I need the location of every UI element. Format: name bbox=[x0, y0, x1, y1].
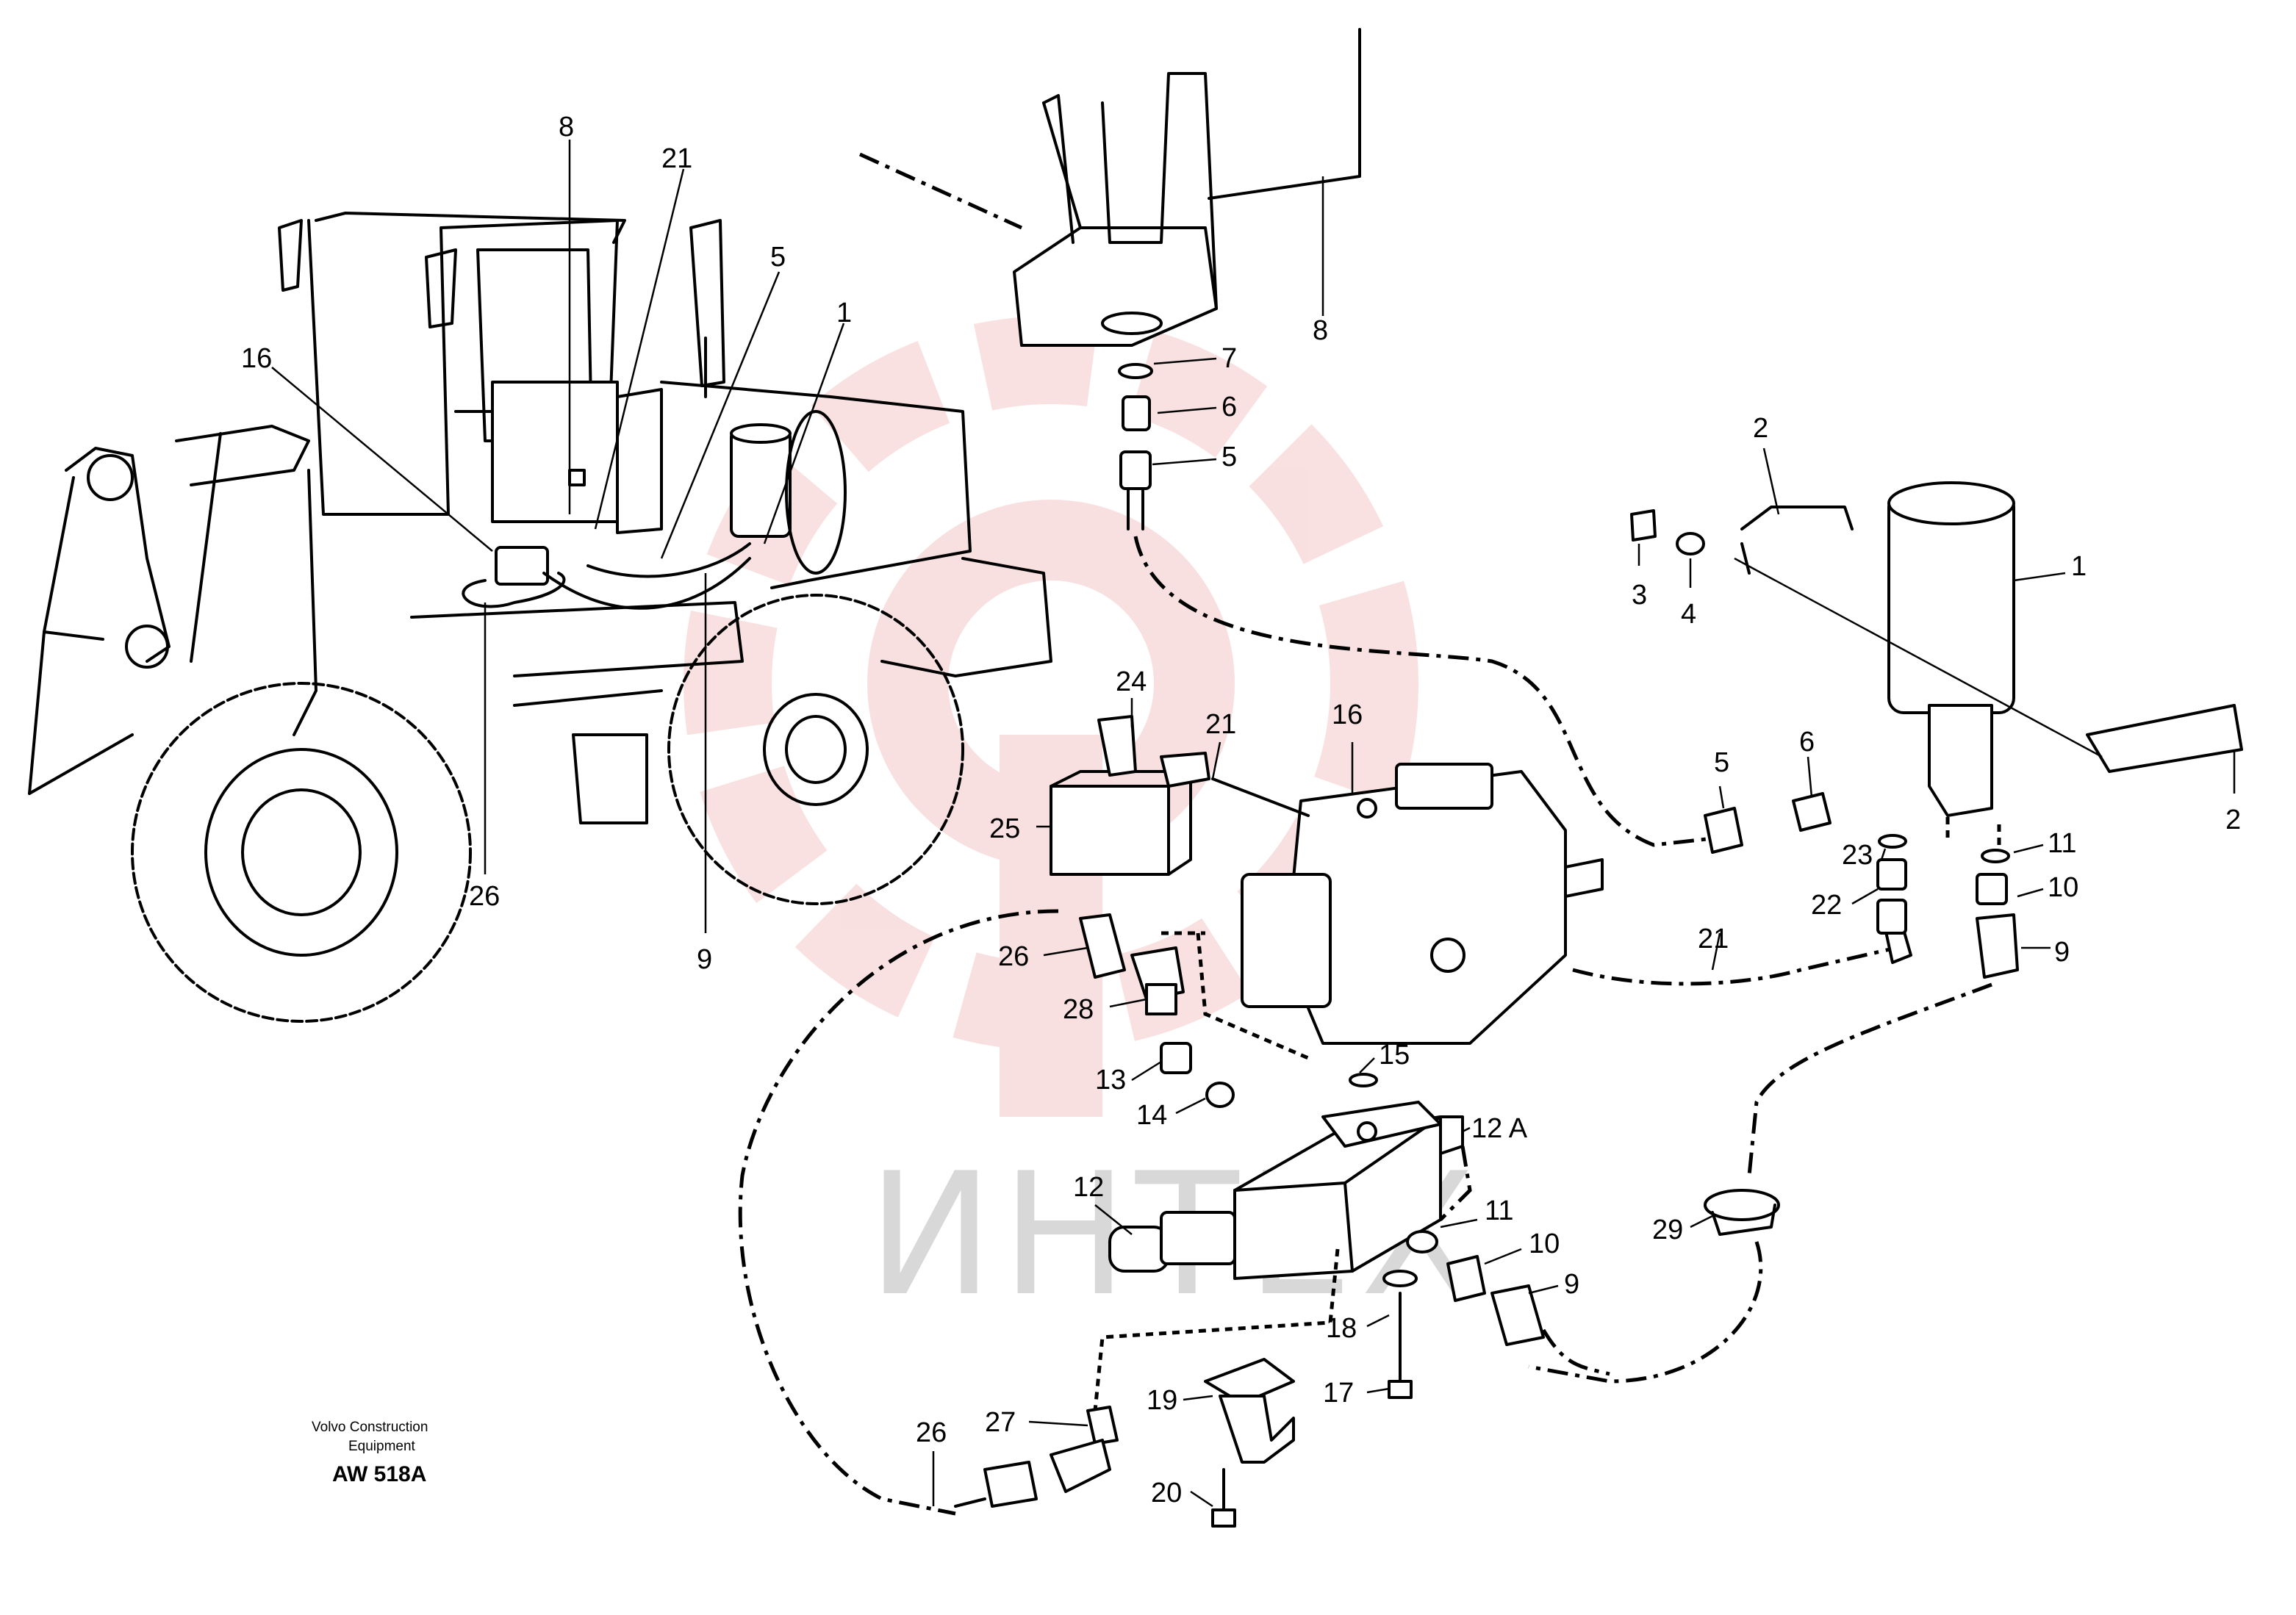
label-2-lower: 2 bbox=[2225, 805, 2241, 835]
part-labels: 8 21 5 1 16 26 9 7 6 5 8 2 3 4 1 2 24 21… bbox=[241, 112, 2241, 1508]
loader-leader-lines bbox=[271, 140, 845, 933]
valve-block-drawing bbox=[1093, 1073, 1464, 1411]
label-2-upper: 2 bbox=[1753, 413, 1768, 444]
label-26-loader: 26 bbox=[469, 881, 500, 912]
wheel-loader-drawing bbox=[28, 212, 1052, 1023]
credit-line-2: Equipment bbox=[348, 1439, 416, 1454]
label-23: 23 bbox=[1842, 840, 1873, 871]
pump-drawing bbox=[1161, 763, 1604, 1060]
label-5-loader: 5 bbox=[770, 242, 786, 273]
label-4: 4 bbox=[1681, 599, 1696, 630]
label-3: 3 bbox=[1632, 580, 1647, 611]
label-25: 25 bbox=[989, 813, 1020, 844]
label-10-lower: 10 bbox=[1529, 1229, 1560, 1259]
label-21-pump: 21 bbox=[1205, 709, 1236, 740]
label-5-top: 5 bbox=[1221, 442, 1237, 472]
label-17: 17 bbox=[1323, 1378, 1354, 1409]
label-1-loader: 1 bbox=[836, 298, 852, 328]
diagram-code: AW 518A bbox=[332, 1462, 426, 1486]
flange-19-20 bbox=[1204, 1358, 1295, 1528]
label-27: 27 bbox=[985, 1407, 1016, 1438]
part-14 bbox=[1205, 1082, 1235, 1108]
label-18: 18 bbox=[1326, 1313, 1357, 1344]
label-16-loader: 16 bbox=[241, 343, 272, 374]
label-9-lower: 9 bbox=[1564, 1269, 1579, 1300]
cab-bracket-drawing bbox=[858, 28, 1361, 347]
label-9-loader: 9 bbox=[697, 944, 712, 975]
label-26-middle: 26 bbox=[998, 941, 1029, 972]
label-26-lower: 26 bbox=[916, 1417, 947, 1448]
fittings-26-27 bbox=[954, 1406, 1119, 1508]
credit-block: Volvo Construction Equipment AW 518A bbox=[312, 1420, 428, 1486]
label-11-right: 11 bbox=[2048, 828, 2076, 859]
label-6-right: 6 bbox=[1799, 727, 1815, 758]
label-20: 20 bbox=[1151, 1478, 1182, 1508]
clamp-29 bbox=[1528, 1189, 1780, 1384]
label-13: 13 bbox=[1095, 1065, 1126, 1096]
label-8-loader: 8 bbox=[559, 112, 574, 143]
label-5-right: 5 bbox=[1714, 747, 1729, 778]
hose-21-right bbox=[1572, 946, 1897, 986]
right-fittings-9-11 bbox=[1747, 816, 2019, 1176]
label-11-lower: 11 bbox=[1485, 1195, 1513, 1226]
label-1-accumulator: 1 bbox=[2071, 551, 2087, 582]
label-24: 24 bbox=[1116, 666, 1147, 697]
label-12a: 12 A bbox=[1471, 1113, 1528, 1144]
credit-line-1: Volvo Construction bbox=[312, 1420, 428, 1435]
lower-fittings-9-11 bbox=[1406, 1230, 1610, 1376]
label-29: 29 bbox=[1652, 1215, 1683, 1245]
label-19: 19 bbox=[1147, 1385, 1177, 1416]
hose-9 bbox=[1439, 1145, 1472, 1221]
label-22: 22 bbox=[1811, 890, 1842, 921]
label-28: 28 bbox=[1063, 994, 1094, 1025]
label-8-bracket: 8 bbox=[1313, 315, 1328, 346]
part-leader-lines bbox=[932, 176, 2236, 1508]
part-13 bbox=[1160, 1042, 1192, 1074]
label-21-loader: 21 bbox=[661, 143, 692, 174]
top-fittings bbox=[1118, 363, 1721, 847]
label-15: 15 bbox=[1379, 1040, 1410, 1071]
label-10-right: 10 bbox=[2048, 872, 2078, 903]
label-9-right: 9 bbox=[2054, 937, 2070, 968]
label-16-pump: 16 bbox=[1332, 699, 1363, 730]
label-7: 7 bbox=[1221, 343, 1237, 374]
label-6-top: 6 bbox=[1221, 392, 1237, 422]
accumulator-drawing bbox=[1630, 481, 2243, 817]
fittings-26-28 bbox=[738, 909, 1185, 1516]
label-14: 14 bbox=[1136, 1100, 1167, 1131]
label-21-hose: 21 bbox=[1698, 924, 1729, 954]
right-fittings bbox=[1704, 792, 1907, 935]
label-12: 12 bbox=[1073, 1172, 1104, 1203]
fittings-24-25 bbox=[1050, 715, 1310, 876]
